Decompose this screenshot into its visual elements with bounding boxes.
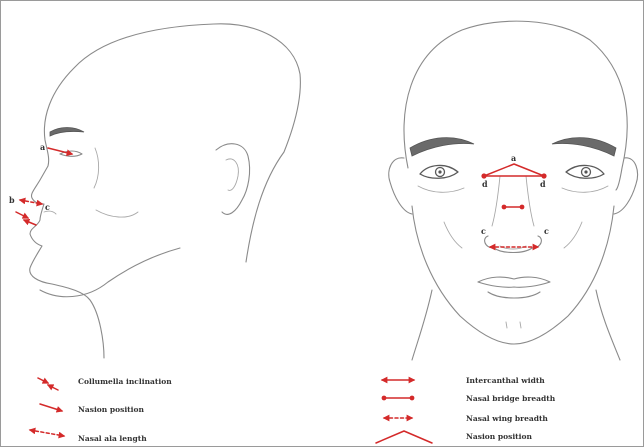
- frontal-point-c-left: c: [481, 226, 486, 236]
- frontal-markers: [481, 164, 546, 247]
- legend-item-nasion-position-right: Nasion position: [466, 432, 532, 441]
- frontal-point-a: a: [511, 153, 516, 163]
- frontal-point-d-left: d: [482, 179, 488, 189]
- legend-item-nasal-bridge-breadth: Nasal bridge breadth: [466, 394, 556, 403]
- arrow-icon: [40, 404, 62, 411]
- dashed-double-arrow-icon: [30, 430, 64, 436]
- legend-right: Intercanthal width Nasal bridge breadth …: [376, 376, 556, 443]
- frontal-point-c-right: c: [544, 226, 549, 236]
- legend-item-nasal-ala-length: Nasal ala length: [78, 434, 147, 443]
- frontal-point-d-right: d: [540, 179, 546, 189]
- legend-item-nasal-wing-breadth: Nasal wing breadth: [466, 414, 548, 423]
- profile-point-b: b: [9, 195, 15, 205]
- frontal-brow-right: [552, 138, 616, 156]
- profile-markers: [16, 148, 72, 225]
- frontal-brow-left: [410, 138, 474, 156]
- profile-brow: [50, 128, 84, 137]
- profile-head-sketch: [30, 24, 301, 358]
- profile-point-c: c: [45, 202, 50, 212]
- dot-line-icon: [382, 396, 415, 401]
- profile-point-a: a: [40, 142, 45, 152]
- chevron-icon: [376, 431, 432, 443]
- two-arrows-icon: [38, 378, 58, 390]
- legend-item-collumella-inclination: Collumella inclination: [78, 377, 172, 386]
- frontal-head-sketch: [389, 21, 638, 360]
- legend-item-intercanthal-width: Intercanthal width: [466, 376, 545, 385]
- legend-item-nasion-position-left: Nasion position: [78, 405, 144, 414]
- legend-left: Collumella inclination Nasion position N…: [30, 377, 172, 443]
